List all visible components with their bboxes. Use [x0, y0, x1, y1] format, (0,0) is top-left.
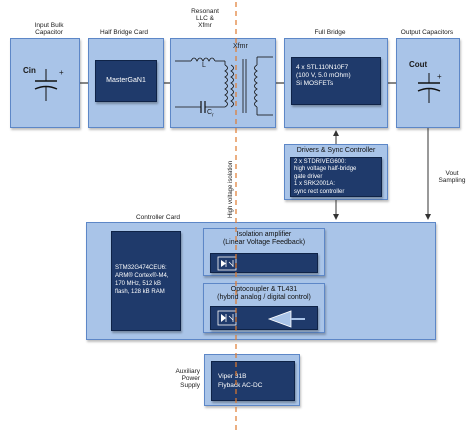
drivers-detail: 2 x STDRIVEG600: high voltage half-bridg… — [290, 157, 382, 197]
cin-plus: + — [59, 68, 64, 77]
mosfet-block: 4 x STL110N10F7 (100 V, 5.0 mOhm) Si MOS… — [291, 57, 381, 105]
input-bulk-capacitor-block: Cin + — [10, 38, 80, 128]
xfmr-label: Xfmr — [233, 43, 248, 50]
llc-circuit-icon — [175, 56, 273, 116]
mastergan-block: MasterGaN1 — [95, 60, 157, 102]
resonant-llc-xfmr-block: Xfmr L Cr — [170, 38, 276, 128]
label-full-bridge: Full Bridge — [314, 29, 346, 36]
amplifier-triangle-icon — [267, 310, 305, 328]
auxiliary-power-supply-block: Viper 31B Flyback AC-DC — [204, 354, 300, 406]
cout-plus: + — [437, 72, 442, 81]
isolation-amplifier-block: Isolation amplifier (Linear Voltage Feed… — [203, 228, 325, 276]
drivers-sync-controller-block: Drivers & Sync Controller 2 x STDRIVEG60… — [284, 144, 388, 200]
viper-block: Viper 31B Flyback AC-DC — [211, 361, 295, 401]
half-bridge-card: MasterGaN1 — [88, 38, 164, 128]
label-controller-card: Controller Card — [135, 214, 181, 221]
mcu-block: STM32G474CEU6: ARM® Cortex®-M4, 170 MHz,… — [111, 231, 181, 331]
iso-amp-symbol — [210, 253, 318, 273]
cin-label: Cin — [23, 66, 36, 75]
drivers-title: Drivers & Sync Controller — [296, 147, 376, 154]
iso-amp-title: Isolation amplifier — [236, 231, 292, 238]
cout-label: Cout — [409, 60, 428, 69]
opto-subtitle: (hybrid analog / digital control) — [217, 294, 311, 301]
full-bridge-block: 4 x STL110N10F7 (100 V, 5.0 mOhm) Si MOS… — [284, 38, 388, 128]
optocoupler-tl431-block: Optocoupler & TL431 (hybrid analog / dig… — [203, 283, 325, 333]
iso-amp-subtitle: (Linear Voltage Feedback) — [222, 239, 306, 246]
opto-symbol — [210, 306, 318, 330]
capacitor-symbol-icon — [34, 69, 58, 101]
inductor-label: L — [202, 62, 206, 69]
label-high-voltage-isolation: High voltage isolation — [228, 160, 234, 218]
controller-card: STM32G474CEU6: ARM® Cortex®-M4, 170 MHz,… — [86, 222, 436, 340]
label-output-caps: Output Capacitors — [400, 29, 454, 36]
cr-label: Cr — [207, 109, 214, 119]
opto-title: Optocoupler & TL431 — [230, 286, 298, 293]
label-half-bridge: Half Bridge Card — [99, 29, 149, 36]
capacitor-symbol-icon — [417, 73, 441, 103]
output-capacitors-block: Cout + — [396, 38, 460, 128]
